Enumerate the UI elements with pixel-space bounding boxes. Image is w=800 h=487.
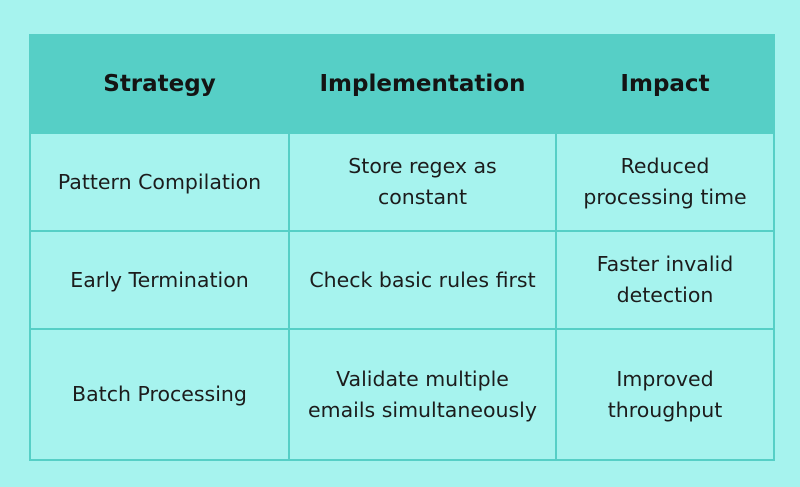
table-row: Pattern Compilation Store regex as const… (29, 132, 775, 232)
cell-strategy: Batch Processing (29, 328, 290, 461)
strategy-table: Strategy Implementation Impact Pattern C… (29, 34, 775, 461)
cell-impact: Faster invalid detection (555, 230, 775, 330)
table-row: Batch Processing Validate multiple email… (29, 328, 775, 461)
table-body: Pattern Compilation Store regex as const… (29, 132, 775, 461)
cell-implementation: Validate multiple emails simultaneously (288, 328, 557, 461)
table-row: Early Termination Check basic rules firs… (29, 230, 775, 330)
cell-impact: Improved throughput (555, 328, 775, 461)
header-row: Strategy Implementation Impact (29, 34, 775, 134)
cell-impact: Reduced processing time (555, 132, 775, 232)
cell-implementation: Check basic rules first (288, 230, 557, 330)
cell-strategy: Pattern Compilation (29, 132, 290, 232)
cell-implementation: Store regex as constant (288, 132, 557, 232)
cell-strategy: Early Termination (29, 230, 290, 330)
table-header: Strategy Implementation Impact (29, 34, 775, 134)
strategy-table-container: Strategy Implementation Impact Pattern C… (29, 34, 775, 461)
header-strategy: Strategy (29, 34, 290, 134)
header-implementation: Implementation (288, 34, 557, 134)
header-impact: Impact (555, 34, 775, 134)
